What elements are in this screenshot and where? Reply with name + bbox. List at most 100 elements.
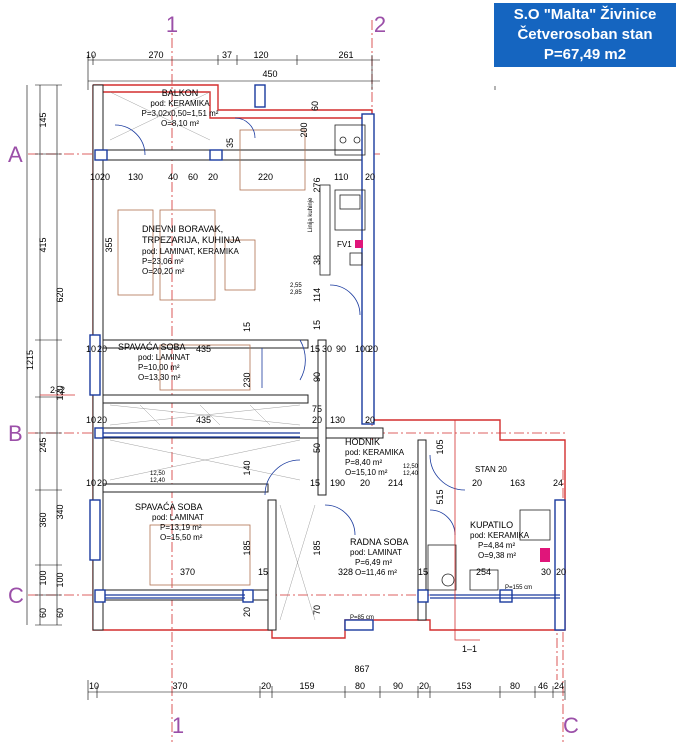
bathroom-fixtures bbox=[427, 509, 551, 591]
dim-bottom-total: 867 bbox=[354, 664, 369, 674]
level-mark-2b: 12,40 bbox=[150, 478, 166, 484]
dim-a-40: 40 bbox=[168, 172, 178, 182]
dim-s1-20b: 20 bbox=[368, 344, 378, 354]
title-line-1: S.O "Malta" Živinice bbox=[513, 6, 657, 23]
dim-left-60b: 60 bbox=[55, 608, 65, 618]
room-spavaca2-name: SPAVAĆA SOBA bbox=[135, 502, 203, 512]
dim-b-130: 130 bbox=[330, 415, 345, 425]
dim-b-20b: 20 bbox=[312, 415, 322, 425]
room-radna-name: RADNA SOBA bbox=[350, 537, 409, 547]
section-2-2-label: 2–2 bbox=[50, 385, 65, 395]
dim-top-5: 261 bbox=[338, 50, 353, 60]
dim-bottom-1: 10 bbox=[89, 681, 99, 691]
dim-c-30: 30 bbox=[541, 567, 551, 577]
dim-c-370: 370 bbox=[180, 567, 195, 577]
room-spavaca-2: SPAVAĆA SOBA pod: LAMINAT P=13,19 m² O=1… bbox=[135, 502, 204, 542]
dim-top-4: 120 bbox=[253, 50, 268, 60]
dim-s1-10: 10 bbox=[86, 344, 96, 354]
top-dimension-chain bbox=[87, 55, 496, 90]
dim-left-415: 415 bbox=[38, 237, 48, 252]
dim-s1-435: 435 bbox=[196, 344, 211, 354]
dim-v-200: 200 bbox=[299, 122, 309, 137]
dim-v-230: 230 bbox=[242, 372, 252, 387]
dim-b-10: 10 bbox=[86, 415, 96, 425]
dim-v-15: 15 bbox=[312, 320, 322, 330]
room-dnevni-area: P=23,06 m² bbox=[142, 257, 184, 266]
dim-bottom-8: 153 bbox=[456, 681, 471, 691]
dim-left-100b: 100 bbox=[55, 572, 65, 587]
dim-b-20: 20 bbox=[97, 415, 107, 425]
fv1-label: FV1 bbox=[337, 240, 352, 249]
dim-s1-30: 30 bbox=[322, 344, 332, 354]
level-mark-2: 12,50 bbox=[150, 471, 166, 477]
dim-s1-20: 20 bbox=[97, 344, 107, 354]
dim-s2-163: 163 bbox=[510, 478, 525, 488]
room-radna-perimeter: O=11,46 m² bbox=[355, 568, 397, 577]
dim-left-145: 145 bbox=[38, 112, 48, 127]
dim-v-38: 38 bbox=[312, 255, 322, 265]
dim-c-15b: 15 bbox=[418, 567, 428, 577]
dim-v-276: 276 bbox=[312, 177, 322, 192]
dim-s2-15: 15 bbox=[310, 478, 320, 488]
windows bbox=[103, 432, 560, 599]
dim-top-1: 10 bbox=[86, 50, 96, 60]
title-line-3: P=67,49 m2 bbox=[543, 46, 627, 63]
dim-v-60: 60 bbox=[310, 101, 320, 111]
dim-left-60: 60 bbox=[38, 608, 48, 618]
dim-left-340: 340 bbox=[55, 504, 65, 519]
dim-a-60: 60 bbox=[188, 172, 198, 182]
room-spavaca1-floor: pod: LAMINAT bbox=[138, 353, 190, 362]
dim-top-3: 37 bbox=[222, 50, 232, 60]
room-radna-area: P=6,49 m² bbox=[355, 558, 392, 567]
doors bbox=[114, 117, 466, 536]
room-spavaca2-area: P=13,19 m² bbox=[160, 523, 202, 532]
fv1-marker bbox=[355, 240, 363, 248]
room-dnevni-perimeter: O=20,20 m² bbox=[142, 267, 185, 276]
room-spavaca2-floor: pod: LAMINAT bbox=[152, 513, 204, 522]
dim-b-435: 435 bbox=[196, 415, 211, 425]
dim-c-328: 328 bbox=[338, 567, 353, 577]
dim-top-total: 450 bbox=[262, 69, 277, 79]
dim-v-50: 50 bbox=[312, 443, 322, 453]
section-1-1-label: 1–1 bbox=[462, 644, 477, 654]
room-hodnik-area: P=8,40 m² bbox=[345, 458, 382, 467]
title-box: S.O "Malta" Živinice Četverosoban stan P… bbox=[494, 3, 676, 67]
kitchen-fixtures bbox=[319, 124, 366, 276]
dim-left-100: 100 bbox=[38, 570, 48, 585]
room-kupatilo-name: KUPATILO bbox=[470, 520, 513, 530]
dim-s1-15: 15 bbox=[310, 344, 320, 354]
room-kupatilo: KUPATILO pod: KERAMIKA P=4,84 m² O=9,38 … bbox=[470, 520, 530, 560]
dim-v-90: 90 bbox=[312, 372, 322, 382]
room-kupatilo-floor: pod: KERAMIKA bbox=[470, 531, 530, 540]
room-spavaca-1: SPAVAĆA SOBA pod: LAMINAT P=10,00 m² O=1… bbox=[118, 342, 190, 382]
room-spavaca2-perimeter: O=15,50 m² bbox=[160, 533, 203, 542]
dim-bottom-2: 370 bbox=[172, 681, 187, 691]
dim-s2-190: 190 bbox=[330, 478, 345, 488]
dim-v-35: 35 bbox=[225, 138, 235, 148]
level-mark-1b: 2,85 bbox=[290, 290, 302, 296]
axis-label-1-bottom: 1 bbox=[172, 713, 184, 738]
dim-s1-100: 100 bbox=[355, 344, 370, 354]
hatched-areas bbox=[109, 91, 316, 621]
dim-c-20: 20 bbox=[556, 567, 566, 577]
stan-20-label: STAN 20 bbox=[475, 465, 507, 474]
room-spavaca1-name: SPAVAĆA SOBA bbox=[118, 342, 186, 352]
dim-b-75: 75 bbox=[312, 404, 322, 414]
room-hodnik-perimeter: O=15,10 m² bbox=[345, 468, 388, 477]
level-mark-3b: 12,40 bbox=[403, 471, 419, 477]
dim-v-114: 114 bbox=[312, 288, 322, 302]
dim-left-620: 620 bbox=[55, 287, 65, 302]
dim-a-20: 20 bbox=[100, 172, 110, 182]
dim-s2-214: 214 bbox=[388, 478, 403, 488]
room-balkon-perimeter: O=8,10 m² bbox=[161, 119, 199, 128]
dim-bottom-7: 20 bbox=[419, 681, 429, 691]
axis-grid bbox=[28, 20, 565, 742]
kitchen-line-label: Linija kuhinje bbox=[308, 197, 314, 232]
section-lines bbox=[40, 394, 480, 641]
axis-label-a: A bbox=[8, 142, 23, 167]
room-kupatilo-perimeter: O=9,38 m² bbox=[478, 551, 516, 560]
room-dnevni-name: DNEVNI BORAVAK, bbox=[142, 224, 223, 234]
axis-label-2: 2 bbox=[374, 12, 386, 37]
dim-v-185: 185 bbox=[242, 540, 252, 555]
